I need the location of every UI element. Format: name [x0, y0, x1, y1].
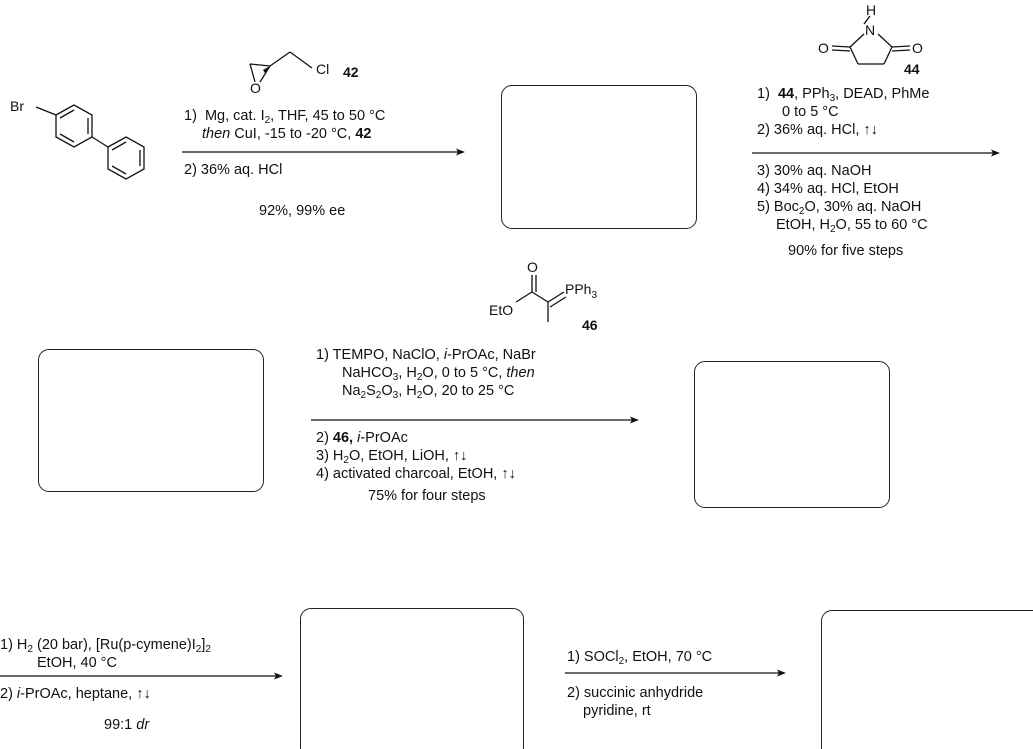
bromine-atom: Br: [10, 98, 24, 114]
bromobiphenyl-structure: Br: [10, 98, 145, 180]
step3-yield: 75% for four steps: [368, 488, 486, 504]
chlorine-atom: Cl: [316, 61, 329, 77]
step2-yield: 90% for five steps: [788, 243, 904, 259]
step2-conditions-bottom: 3) 30% aq. NaOH 4) 34% aq. HCl, EtOH 5) …: [757, 163, 928, 235]
step3-conditions-top: 1) TEMPO, NaClO, i-PrOAc, NaBr NaHCO3, H…: [316, 347, 536, 401]
carbonyl-oxygen: O: [527, 259, 538, 275]
oxygen-atom: O: [250, 80, 261, 96]
product-box-2: [38, 349, 264, 492]
nitrogen-atom: N: [865, 22, 875, 38]
step4-conditions-top: 1) H2 (20 bar), [Ru(p-cymene)I2]2 EtOH, …: [0, 637, 211, 671]
step5-conditions-bottom: 2) succinic anhydride pyridine, rt: [567, 685, 704, 719]
step1-arrow: [182, 148, 465, 156]
step5-conditions-top: 1) SOCl2, EtOH, 70 °C: [567, 649, 713, 667]
reagent-46-structure: O EtO PPh3 46: [489, 259, 598, 333]
product-box-5: [821, 610, 1033, 749]
step5-arrow: [565, 669, 786, 677]
step2-arrow: [752, 149, 1000, 157]
step4-selectivity: 99:1 dr: [104, 717, 150, 733]
reagent-46-label: 46: [582, 317, 598, 333]
step4-conditions-bottom: 2) i-PrOAc, heptane, ↑↓: [0, 686, 151, 702]
product-box-4: [300, 608, 524, 749]
reagent-44-label: 44: [904, 61, 920, 77]
step3-conditions-bottom: 2) 46, i-PrOAc 3) H2O, EtOH, LiOH, ↑↓ 4)…: [316, 430, 516, 482]
step2-conditions-top: 1) 44, PPh3, DEAD, PhMe 0 to 5 °C 2) 36%…: [757, 86, 930, 138]
product-box-3: [694, 361, 890, 508]
step1-conditions: 1) Mg, cat. I2, THF, 45 to 50 °C then Cu…: [184, 108, 386, 142]
reagent-42-structure: O Cl 42: [249, 51, 359, 96]
reagent-42-label: 42: [343, 64, 359, 80]
step1-acid: 2) 36% aq. HCl: [184, 162, 283, 178]
oxygen-atom-left: O: [818, 40, 829, 56]
hydrogen-atom: H: [866, 2, 876, 18]
oxygen-atom-right: O: [912, 40, 923, 56]
phosphonium-group: PPh3: [565, 281, 597, 301]
product-box-1: [501, 85, 697, 229]
step4-arrow: [0, 672, 283, 680]
step1-yield: 92%, 99% ee: [259, 203, 346, 219]
step3-arrow: [311, 416, 639, 424]
ethoxy-group: EtO: [489, 302, 513, 318]
reagent-44-structure: H N O O 44: [818, 2, 923, 77]
